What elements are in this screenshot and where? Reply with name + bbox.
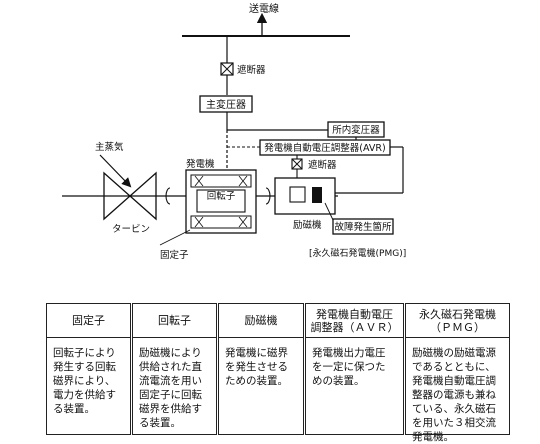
- box-title: 永久磁石発電機 （ＰＭＧ）: [406, 304, 509, 338]
- rotor-label: 回転子: [207, 191, 236, 202]
- coupling-left-icon: [165, 187, 171, 205]
- stator-label: 固定子: [160, 249, 189, 261]
- breaker-exciter-icon: [291, 158, 303, 170]
- avr-label: 発電機自動電圧調整器(AVR): [264, 142, 385, 154]
- pmg-icon: [312, 187, 322, 203]
- breaker-exciter-label: 遮断器: [308, 159, 337, 171]
- box-body: 発電機出力電圧 を一定に保つた めの装置。: [312, 347, 386, 387]
- box-title: 回転子: [133, 304, 216, 338]
- box-title: 発電機自動電圧 調整器（ＡＶＲ）: [306, 304, 403, 338]
- exciter-description-box: 励磁機 発電機に磁界 を発生させる ための装置。: [218, 303, 304, 435]
- stator-winding-top: [190, 174, 252, 188]
- pmg-label: [永久磁石発電機(PMG)]: [309, 247, 406, 259]
- generator-label: 発電機: [186, 158, 215, 170]
- coupling-right-icon: [265, 187, 271, 205]
- fault-label: 故障発生箇所: [334, 221, 392, 233]
- breaker-top-label: 遮断器: [237, 64, 266, 76]
- main-transformer-label: 主変圧器: [206, 98, 246, 111]
- stator-leader: [159, 229, 191, 246]
- box-body: 励磁機により 供給された直 流電流を用い 固定子に回転 磁界を供給す る装置。: [139, 347, 202, 429]
- exciter-icon: [289, 186, 306, 203]
- main-transformer-box: [199, 95, 253, 113]
- box-body: 励磁機の励磁電源 であるとともに、 発電機自動電圧調 整器の電源も兼ね ている、…: [412, 347, 496, 443]
- turbine-label: タービン: [112, 224, 150, 235]
- pmg-description-box: 永久磁石発電機 （ＰＭＧ） 励磁機の励磁電源 であるとともに、 発電機自動電圧調…: [405, 303, 510, 443]
- transmission-line-label: 送電線: [249, 2, 279, 15]
- box-title: 固定子: [47, 304, 130, 338]
- fault-leader: [324, 202, 334, 221]
- rotor-box: [196, 189, 246, 213]
- fault-box: [332, 218, 394, 235]
- exciter-label: 励磁機: [293, 219, 322, 231]
- stator-description-box: 固定子 回転子により 発生する回転 磁界により、 電力を供給す る装置。: [46, 303, 131, 435]
- main-steam-label: 主蒸気: [95, 141, 124, 153]
- power-plant-schematic: 送電線 遮断器 主変圧器 所内変圧器 発電機自動電圧調整器(AVR) 主蒸気 タ…: [62, 2, 406, 261]
- rotor-description-box: 回転子 励磁機により 供給された直 流電流を用い 固定子に回転 磁界を供給す る…: [132, 303, 217, 435]
- avr-description-box: 発電機自動電圧 調整器（ＡＶＲ） 発電機出力電圧 を一定に保つた めの装置。: [305, 303, 404, 435]
- house-transformer-label: 所内変圧器: [332, 124, 380, 136]
- box-body: 回転子により 発生する回転 磁界により、 電力を供給す る装置。: [53, 347, 116, 415]
- box-title: 励磁機: [219, 304, 303, 338]
- stator-winding-bottom: [190, 215, 252, 229]
- exciter-frame: [274, 177, 336, 215]
- main-steam-arrow: [99, 154, 132, 188]
- breaker-top-icon: [220, 62, 234, 76]
- box-body: 発電機に磁界 を発生させる ための装置。: [225, 347, 288, 387]
